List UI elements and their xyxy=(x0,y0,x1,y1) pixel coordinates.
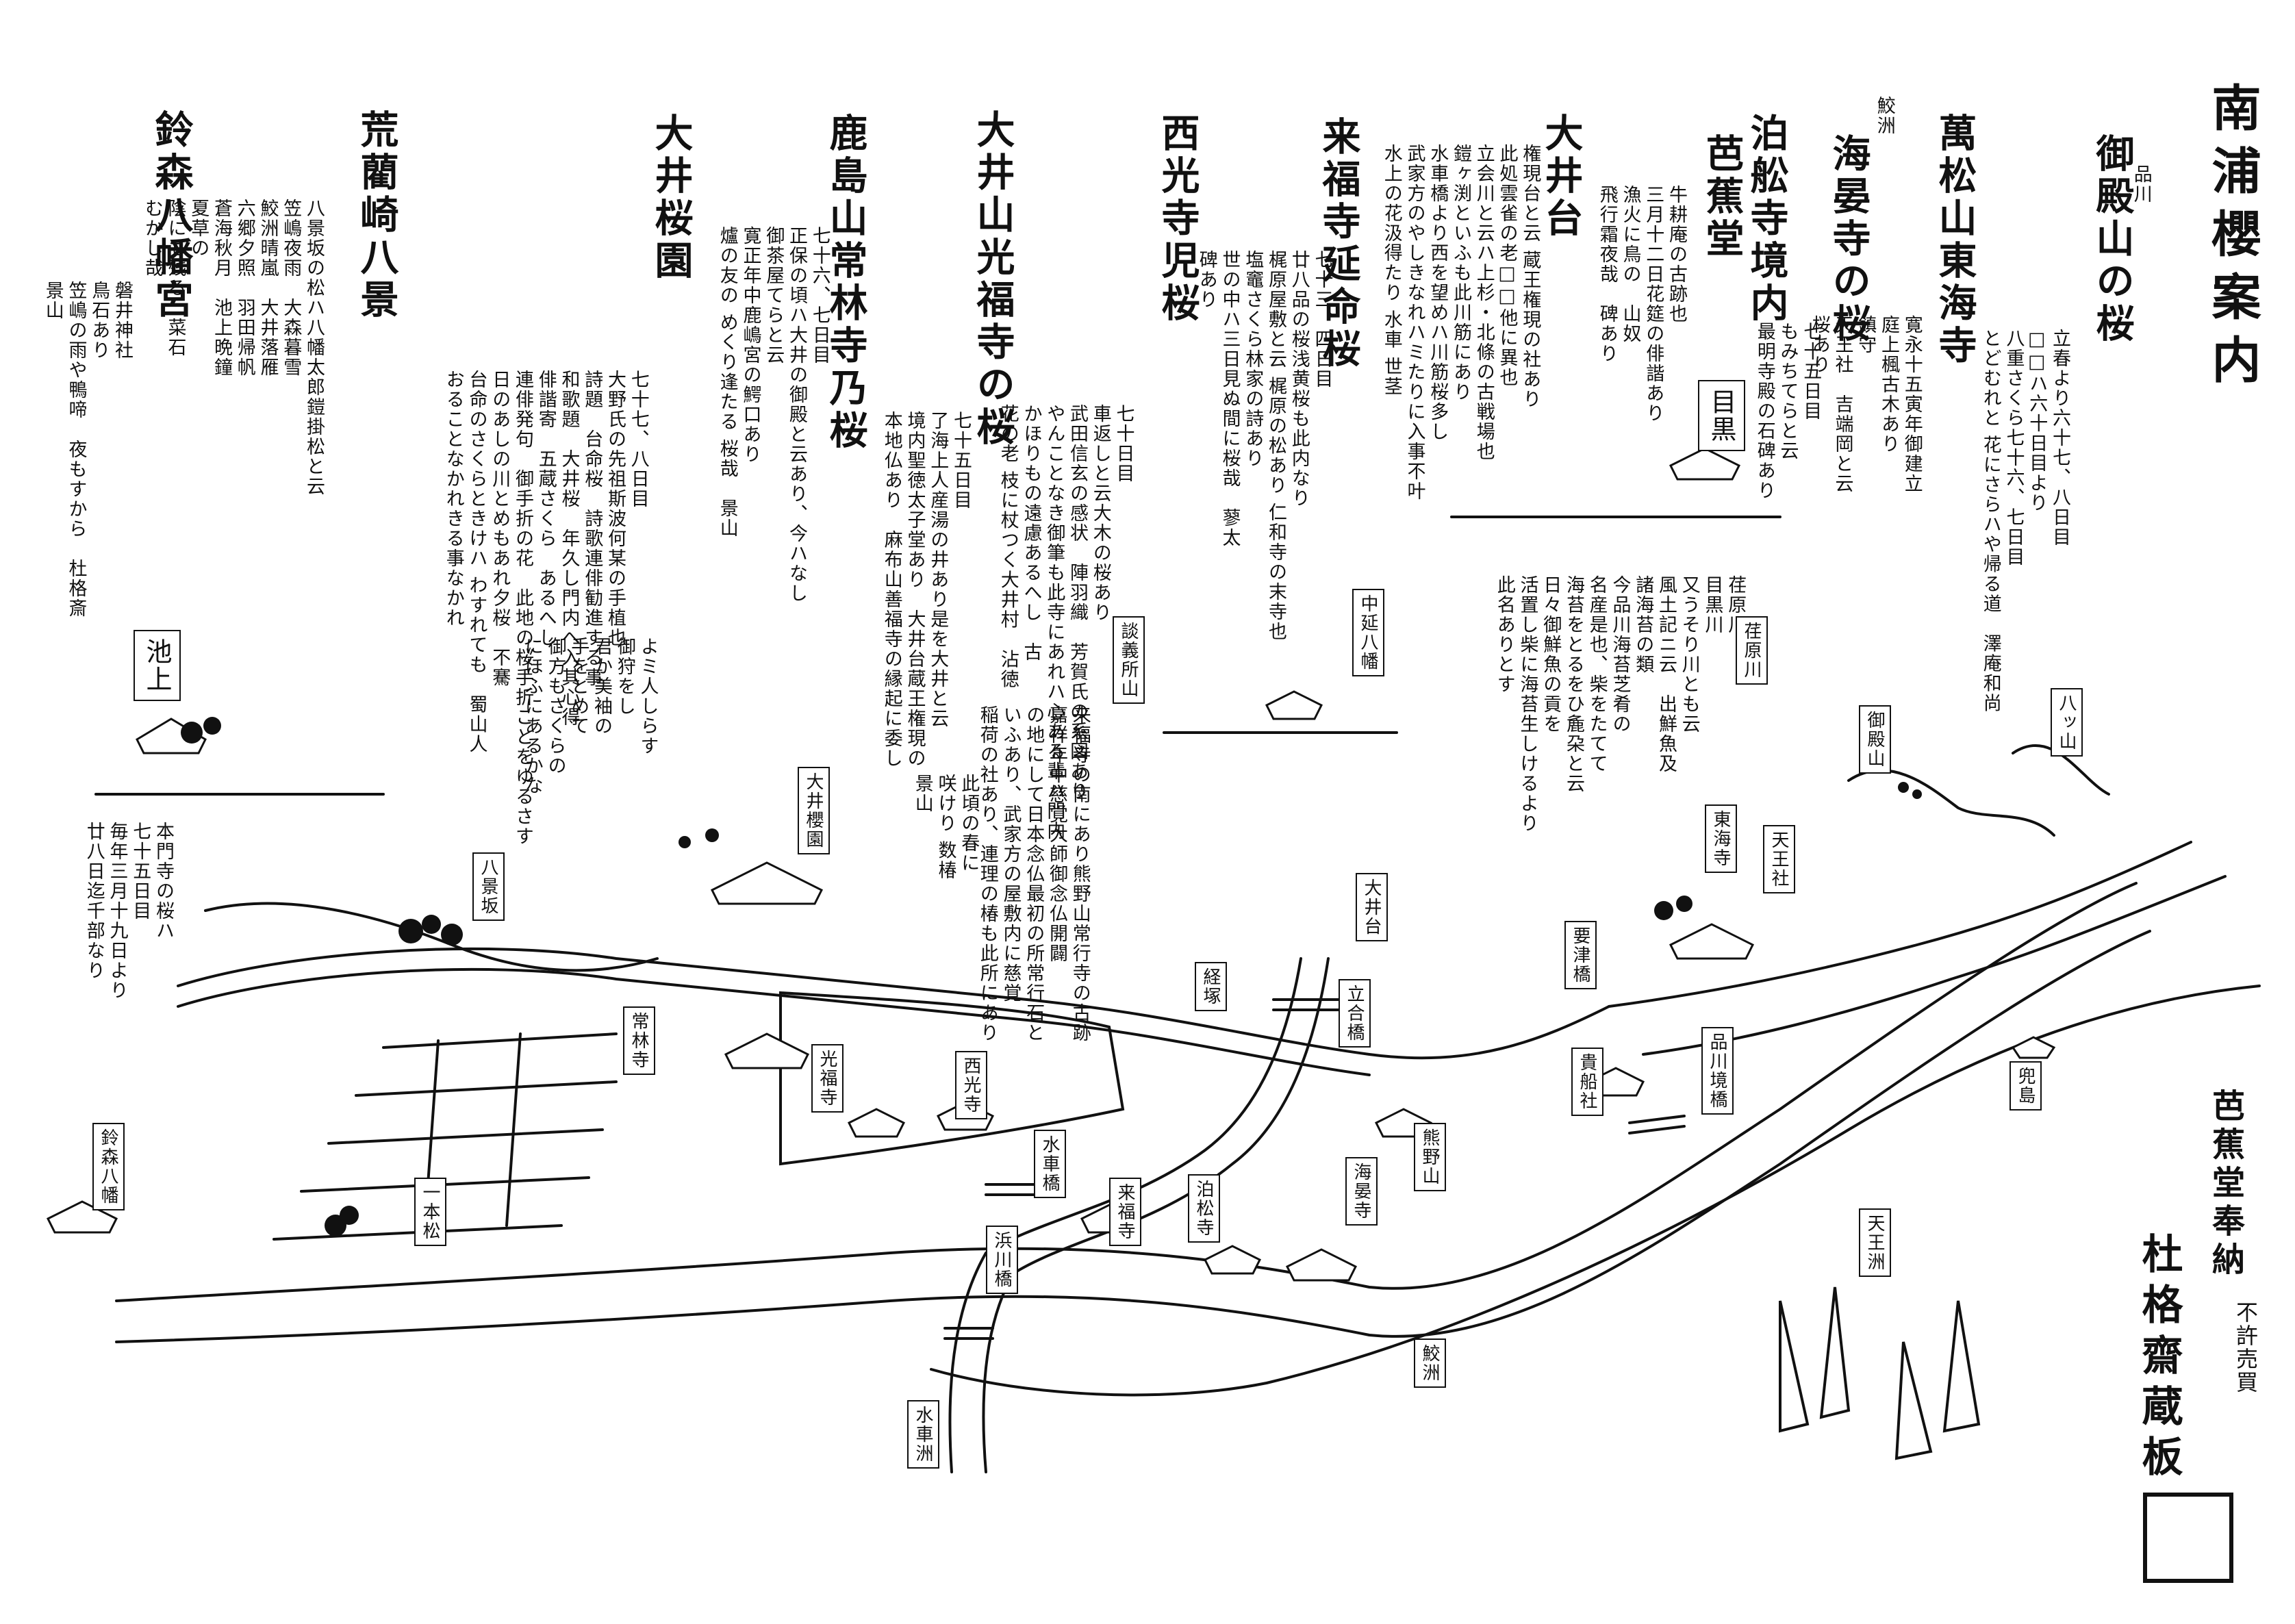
saikoji-title: 西光寺児桜 xyxy=(1155,113,1200,325)
label-ikegami: 池上 xyxy=(134,630,181,701)
label-suzumori-hachiman: 鈴森八幡 xyxy=(92,1123,125,1210)
label-raifukuji: 来福寺 xyxy=(1109,1178,1141,1246)
label-danginsho: 談義所山 xyxy=(1113,616,1145,704)
label-ebara: 荏原川 xyxy=(1736,616,1768,685)
bashodo-title: 芭蕉堂 xyxy=(1699,134,1745,261)
joringji-text: 七十六、七日目 正保の頃ハ大井の御殿と云あり、今ハなし 御茶屋てらと云 寛正年中… xyxy=(716,226,830,603)
hakusenji-title: 泊舩寺境内 xyxy=(1744,113,1789,325)
tokaiji-text: 寛永十五寅年御建立 庭上楓古木あり 鎮守 天王社 吉端岡と云 桜あり xyxy=(1808,315,1923,494)
label-tokaiji: 東海寺 xyxy=(1705,804,1737,873)
suzumori-text: 磐井神社 鳥石あり 笠嶋の雨や鴨啼 夜もすから 杜格斎 景山 xyxy=(42,281,133,618)
raifukuji-title: 来福寺延命桜 xyxy=(1316,116,1361,371)
label-hamakawa: 浜川橋 xyxy=(986,1226,1018,1294)
label-meguro: 目黒 xyxy=(1698,380,1745,451)
shinagawa-nori-text: 荏原川 目黒川 又うそり川とも云 風土記ニ云 出鮮魚及 諸海苔の類 今品川海苔芝… xyxy=(1493,575,1747,833)
kaianji-title: 海晏寺の桜 xyxy=(1826,134,1871,346)
label-kyozuka: 経塚 xyxy=(1195,962,1227,1011)
map-title: 南浦櫻案内 xyxy=(2203,82,2261,397)
kofukuji-text: 七十五日目 了海上人産湯の井あり是を大井と云 境内聖徳太子堂あり 大井台蔵王権現… xyxy=(880,411,972,768)
label-tennosha: 天王社 xyxy=(1763,825,1795,893)
label-samezu: 鮫洲 xyxy=(1414,1338,1446,1388)
label-yatsuyama: 八ッ山 xyxy=(2051,688,2083,757)
honmonji-text: 本門寺の桜ハ 七十五日目 毎年三月十九日より 廿八日迄千部なり xyxy=(83,822,174,1000)
label-shinagawa-bridge: 品川境橋 xyxy=(1701,1027,1734,1115)
upper-road xyxy=(177,947,1610,1060)
label-hisatsu: 要津橋 xyxy=(1564,921,1597,989)
raifukuji-text: 七十三、四日目 廿八品の桜浅黄桜も此内なり 梶原屋敷と云 梶原の松あり 仁和寺の… xyxy=(1195,250,1333,642)
signature-note: 不許売買 xyxy=(2233,1301,2259,1394)
meguro-river xyxy=(1608,841,2192,1008)
label-tachiai: 立合橋 xyxy=(1339,979,1371,1048)
label-ooidai: 大井台 xyxy=(1356,873,1388,941)
gotenyama-title: 御殿山の桜 xyxy=(2090,134,2135,346)
arairagi-text: 八景坂の松ハ八幡太郎鎧掛松と云 笠嶋夜雨 大森暮雪 鮫洲晴嵐 大井落雁 六郷夕照… xyxy=(141,199,325,496)
signature-line2: 杜格齋蔵板 xyxy=(2135,1232,2183,1486)
kumano-text: 来福寺の南にあり熊野山常行寺の古跡 嘉祥年中慈覚大師御念仏開闢 の地にして日本念… xyxy=(976,705,1091,1043)
label-kaian: 海晏寺 xyxy=(1345,1157,1378,1226)
label-nakanobu: 中延八幡 xyxy=(1352,589,1384,676)
kaianji-prefix: 鮫洲 xyxy=(1873,96,1895,136)
ooidai-title: 大井台 xyxy=(1538,113,1584,240)
label-kumanoyama: 熊野山 xyxy=(1414,1123,1446,1191)
label-joringji: 常林寺 xyxy=(623,1006,655,1075)
label-kabutojima: 兜島 xyxy=(2009,1061,2042,1111)
label-suisha: 水車橋 xyxy=(1034,1130,1066,1198)
ooidai-text: 権現台と云 蔵王権現の社あり 此処雲雀の老□□他に異也 立会川と云ハ上杉・北條の… xyxy=(1380,144,1541,501)
label-suishasu: 水車洲 xyxy=(907,1400,939,1469)
label-saikoji: 西光寺 xyxy=(955,1051,987,1119)
signature-line1: 芭蕉堂奉納 xyxy=(2206,1089,2244,1280)
kofukuji-title: 大井山光福寺の桜 xyxy=(970,110,1015,449)
coastline xyxy=(930,985,2261,1397)
label-kifune: 貴船社 xyxy=(1571,1048,1603,1116)
tsubaki-text: 此頃の春に 咲けり 数椿 景山 xyxy=(911,774,980,880)
suzumori-title: 鈴森八幡宮 xyxy=(149,110,194,322)
arairagi-title: 荒藺崎八景 xyxy=(354,110,399,322)
saikoji-text: 七十日目 車返しと云大木の桜あり 武田信玄の感状 陣羽織 芳賀氏の系図あり やん… xyxy=(997,404,1134,841)
hakusenji-text: 牛耕庵の古跡也 三月十二日花筵の俳諧あり 漁火に鳥の 山奴 飛行霜夜哉 碑あり xyxy=(1596,185,1687,423)
label-gotenyama: 御殿山 xyxy=(1859,705,1891,774)
mikari-text: よミ人しらす 御狩をし 君か美袖の 手をとめて 御方もさくらの にほふにあるかな xyxy=(521,637,659,796)
joringji-title: 鹿島山常林寺乃桜 xyxy=(823,113,868,453)
ooisakuraen-text: 七十七、八日目 大野氏の先祖斯波何某の手植也 詩題 台命桜 詩歌連俳勧進する事 … xyxy=(442,370,649,846)
label-ipponmatsu: 一本松 xyxy=(414,1178,446,1246)
label-kofukuji: 光福寺 xyxy=(811,1044,844,1113)
tokaiji-title: 萬松山東海寺 xyxy=(1932,113,1977,368)
gotenyama-text: 立春より六十七、八日目 □□ハ六十日目より 八重さくら七十六、七日目 とどむれと… xyxy=(1979,329,2070,713)
gotenyama-prefix: 品川 xyxy=(2130,164,2152,204)
label-tennosu: 天王洲 xyxy=(1859,1208,1891,1277)
ooisakuraen-title: 大井桜園 xyxy=(648,113,694,283)
label-hakkeizaka: 八景坂 xyxy=(472,852,505,921)
seal-stamp xyxy=(2143,1493,2233,1583)
label-ooisakuraen: 大井櫻園 xyxy=(798,767,830,854)
tachiai-river xyxy=(948,957,1302,1473)
kaianji-text: 七十五日目 もみちてらと云 最明寺殿の石碑あり xyxy=(1753,322,1822,500)
label-hakusen: 泊松寺 xyxy=(1188,1174,1220,1243)
precinct-wall xyxy=(779,991,1125,1166)
